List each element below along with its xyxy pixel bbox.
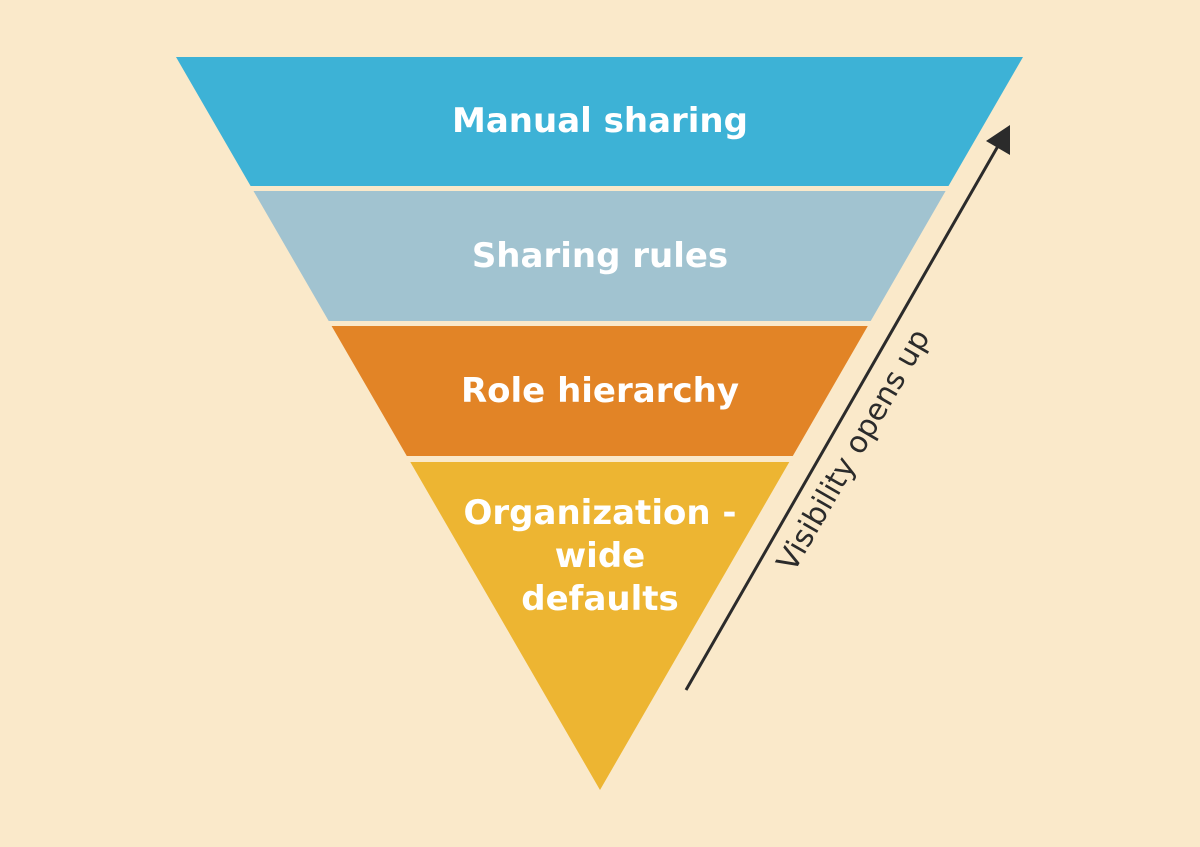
arrow-head-icon <box>986 125 1010 155</box>
layer-label-role-hierarchy: Role hierarchy <box>461 371 739 411</box>
layer-label-org-line-1: Organization - <box>464 493 737 533</box>
layer-role-hierarchy <box>331 326 868 456</box>
layer-label-org-line-3: defaults <box>521 579 678 619</box>
layer-label-manual-sharing: Manual sharing <box>452 101 748 141</box>
layer-label-org-line-2: wide <box>555 536 645 576</box>
layer-label-sharing-rules: Sharing rules <box>472 236 728 276</box>
layer-org-wide-defaults <box>410 462 790 790</box>
layer-manual-sharing <box>176 57 1023 186</box>
visibility-arrow-line <box>684 145 1000 691</box>
layer-sharing-rules <box>253 191 946 321</box>
